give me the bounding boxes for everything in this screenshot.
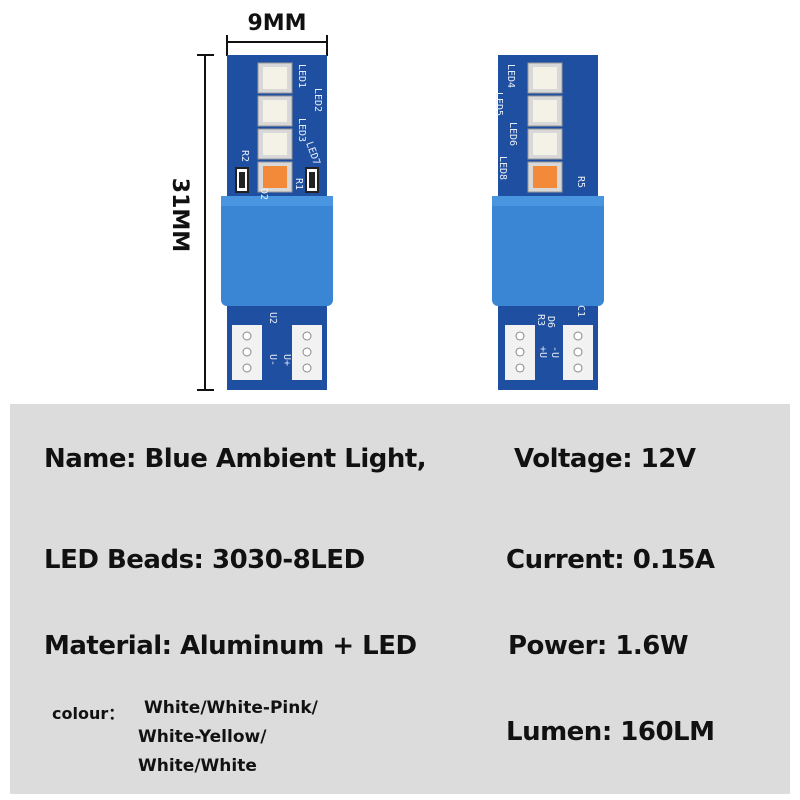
pcb-label-r5: R5 xyxy=(575,176,586,188)
spec-colour-label: colour： xyxy=(52,704,125,723)
spec-colour-line-1: White/White-Pink/ xyxy=(144,698,318,718)
pcb-label-u-plus: U+ xyxy=(281,354,292,366)
width-dimension: 9MM xyxy=(226,11,328,56)
pcb-label-plus-u: +U xyxy=(537,346,548,358)
length-dimension: 31MM xyxy=(167,54,214,391)
pcb-label-led5: LED5 xyxy=(493,92,504,116)
spec-panel: Name: Blue Ambient Light, Voltage: 12V L… xyxy=(10,404,790,794)
led-bulb-illustration: 9MM 31MM xyxy=(167,11,604,391)
spec-lumen: Lumen: 160LM xyxy=(506,717,715,747)
pcb-label-r3: R3 xyxy=(535,314,546,326)
spec-colour-line-3: White/White xyxy=(138,756,257,776)
pcb-label-led8: LED8 xyxy=(497,156,508,180)
pcb-label-led6: LED6 xyxy=(507,122,518,146)
pcb-label-u-minus: U- xyxy=(267,354,278,366)
spec-current: Current: 0.15A xyxy=(506,545,715,575)
length-label: 31MM xyxy=(167,178,192,252)
pcb-label-minus-u: -U xyxy=(549,346,560,358)
spec-power: Power: 1.6W xyxy=(508,631,689,661)
bulb-front: LED1 LED2 LED3 LED7 R2 R1 D2 U2 U- U+ xyxy=(221,55,333,390)
pcb-label-led1: LED1 xyxy=(296,64,307,88)
spec-led-beads: LED Beads: 3030-8LED xyxy=(44,545,365,575)
spec-material: Material: Aluminum + LED xyxy=(44,631,417,661)
spec-name: Name: Blue Ambient Light, xyxy=(44,444,427,474)
pcb-label-led3: LED3 xyxy=(296,118,307,142)
spec-colour-line-2: White-Yellow/ xyxy=(138,727,267,747)
pcb-label-led2: LED2 xyxy=(312,88,323,112)
pcb-label-c1: C1 xyxy=(575,305,586,317)
bulb-back: LED4 LED5 LED6 LED8 R5 C1 R3 D6 +U -U xyxy=(492,55,604,390)
pcb-label-d2: D2 xyxy=(258,188,269,200)
pcb-label-r2: R2 xyxy=(239,150,250,162)
pcb-label-u2: U2 xyxy=(267,312,278,324)
pcb-label-d6: D6 xyxy=(545,316,556,328)
spec-voltage: Voltage: 12V xyxy=(514,444,696,474)
product-image-area: 9MM 31MM xyxy=(167,11,604,391)
pcb-label-r1: R1 xyxy=(293,178,304,190)
width-label: 9MM xyxy=(247,11,306,36)
pcb-label-led4: LED4 xyxy=(505,64,516,88)
